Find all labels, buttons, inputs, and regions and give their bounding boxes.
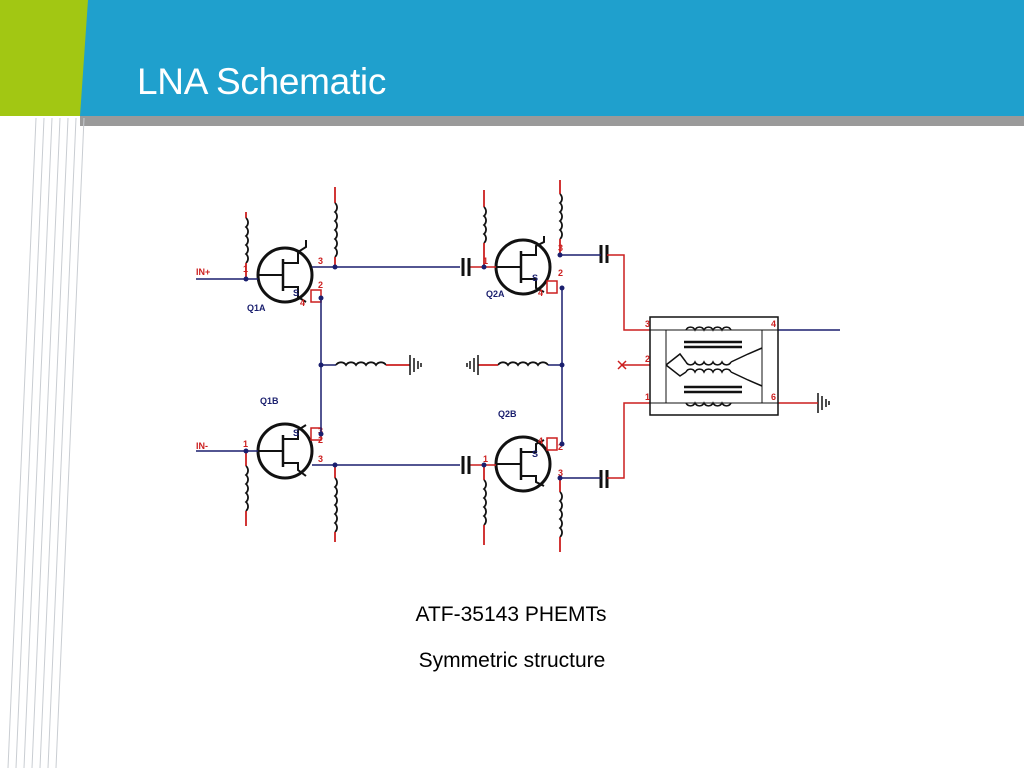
q1b-transistor: S Q1B 1 3 2 3 <box>243 396 323 480</box>
xfmr-pin-4: 4 <box>771 319 776 329</box>
q1a-gate-inductor <box>244 212 249 279</box>
q1a-drain-inductor <box>333 187 338 267</box>
no-connect-icon <box>617 360 627 370</box>
q2b-drain-inductor <box>558 478 563 552</box>
q2b-label: Q2B <box>498 409 517 419</box>
q1a-pin-4: 4 <box>300 298 305 308</box>
q1a-source-mark: S <box>293 288 299 298</box>
xfmr-pin-1: 1 <box>645 392 650 402</box>
header-blue-band <box>0 0 1024 116</box>
header-grey-band <box>80 116 1024 126</box>
drain-bias-inductors <box>333 180 563 552</box>
input-in-minus: IN- <box>196 441 258 452</box>
capacitor-icon <box>461 258 471 276</box>
capacitor-icon <box>599 245 609 263</box>
q2a-drain-inductor <box>558 180 563 255</box>
balun-transformer: 3 4 2 1 6 <box>645 316 779 416</box>
q1a-source-lead <box>283 286 307 303</box>
q1b-source-mark: S <box>293 428 299 438</box>
slide-title: LNA Schematic <box>137 61 387 102</box>
q1b-label: Q1B <box>260 396 279 406</box>
q1a-pin-2: 2 <box>318 280 323 290</box>
q2b-pin-3: 3 <box>558 468 563 478</box>
q1a-drain-lead <box>283 240 307 264</box>
q2b-pin-2: 2 <box>558 442 563 452</box>
xfmr-pin-2: 2 <box>645 354 650 364</box>
q1b-gate-inductor <box>244 451 249 526</box>
q2b-transistor: S Q2B 1 3 2 4 <box>483 409 563 493</box>
xfmr-windings <box>665 326 763 407</box>
interstage-wiring <box>312 266 563 466</box>
xfmr-pin-3: 3 <box>645 319 650 329</box>
q1a-label: Q1A <box>247 303 266 313</box>
q1a-transistor: S Q1A 1 3 2 4 <box>243 240 323 313</box>
q1b-source-lead <box>283 424 307 440</box>
in-minus-label: IN- <box>196 441 208 451</box>
input-in-plus: IN+ <box>196 267 258 280</box>
ground-icon <box>409 355 422 375</box>
q1b-drain-lead <box>283 462 307 477</box>
capacitor-icon <box>461 456 471 474</box>
q2a-pin-2: 2 <box>558 268 563 278</box>
q2a-label: Q2A <box>486 289 505 299</box>
out-top-to-xfmr <box>607 254 650 331</box>
q2a-source-mark: S <box>532 273 538 283</box>
q2a-source-lead <box>521 278 545 293</box>
coupling-capacitors <box>461 245 609 488</box>
xfmr-pin-6: 6 <box>771 392 776 402</box>
q2b-source-lead <box>521 439 545 453</box>
q1b-drain-inductor <box>333 465 338 542</box>
caption-structure: Symmetric structure <box>418 649 606 672</box>
q2a-pin-1: 1 <box>483 256 488 266</box>
q1a-pin-3: 3 <box>318 256 323 266</box>
q1b-pin-2: 2 <box>318 435 323 445</box>
capacitor-icon <box>599 470 609 488</box>
q1b-pin-1: 1 <box>243 439 248 449</box>
q2a-source-pad <box>546 280 558 294</box>
xfmr-body <box>649 316 779 416</box>
q2b-pin-1: 1 <box>483 454 488 464</box>
q1-source-inductor <box>335 361 387 367</box>
q2a-pin-4: 4 <box>538 288 543 298</box>
q2b-drain-lead <box>521 475 545 487</box>
junction-dots <box>243 252 565 481</box>
out-bottom-to-xfmr <box>607 402 650 479</box>
q2-source-inductor <box>497 361 549 367</box>
q2b-pin-4: 4 <box>538 436 543 446</box>
ground-icon <box>817 393 830 413</box>
gate-bias-inductors <box>244 190 487 545</box>
q2b-source-pad <box>546 437 558 451</box>
q2b-gate-inductor <box>482 464 487 545</box>
source-inductors <box>335 361 549 367</box>
green-accent-shape <box>0 0 88 116</box>
in-plus-label: IN+ <box>196 267 210 277</box>
ground-icon <box>466 355 479 375</box>
caption-device: ATF-35143 PHEMTs <box>415 603 607 626</box>
output-wiring <box>560 254 840 479</box>
q2b-source-mark: S <box>532 449 538 459</box>
q2a-gate-inductor <box>482 190 487 267</box>
q2a-drain-lead <box>521 236 545 256</box>
q1b-pin-3: 3 <box>318 454 323 464</box>
left-curve-lines <box>7 117 85 768</box>
